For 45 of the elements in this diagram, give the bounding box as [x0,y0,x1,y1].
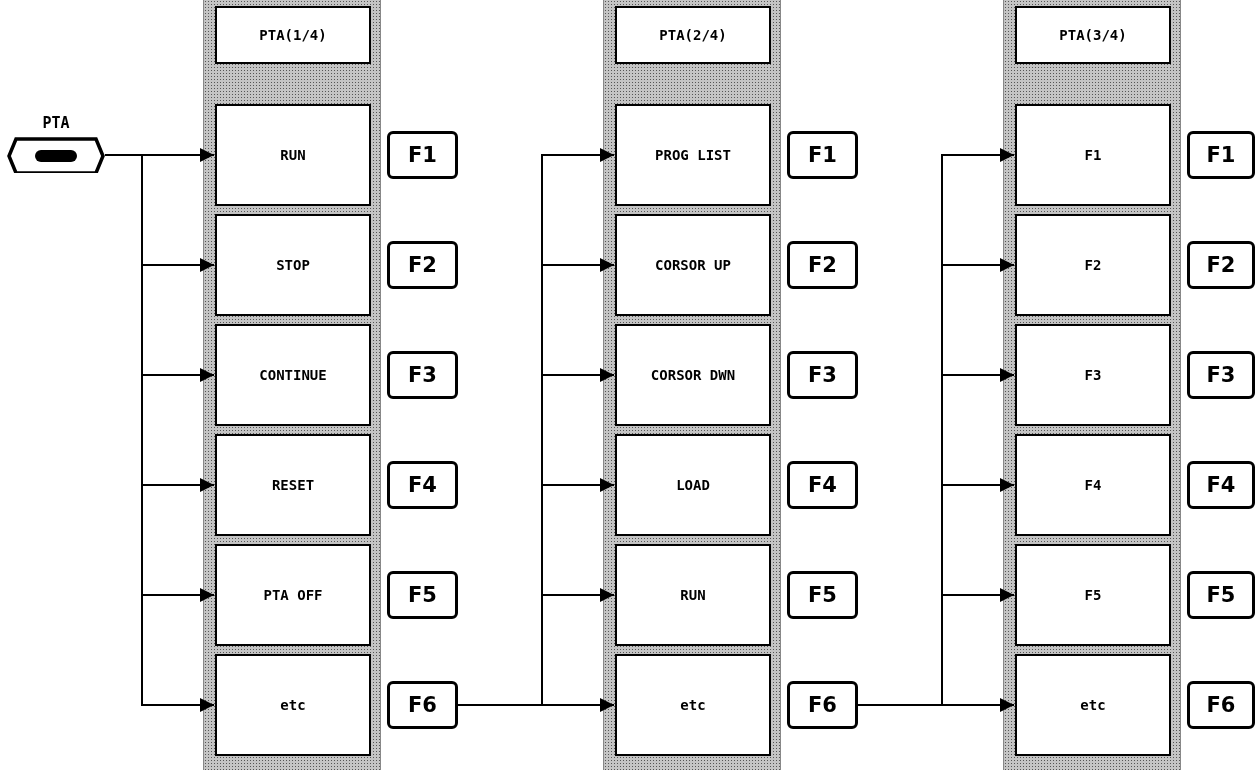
function-key: F2 [787,241,858,289]
menu-item-box: CORSOR UP [615,214,771,316]
menu-item-box: etc [215,654,371,756]
function-key: F6 [387,681,458,729]
function-key: F3 [787,351,858,399]
arrow [457,698,615,712]
menu-item-box: RUN [615,544,771,646]
function-key: F5 [387,571,458,619]
arrow [857,698,1015,712]
function-key: F5 [787,571,858,619]
menu-panel [603,0,781,770]
key-label: PTA [42,113,70,133]
menu-item-box: RUN [215,104,371,206]
menu-item-box: etc [1015,654,1171,756]
menu-item-box: F3 [1015,324,1171,426]
function-key: F4 [387,461,458,509]
menu-item-box: F2 [1015,214,1171,316]
menu-item-box: PTA OFF [215,544,371,646]
menu-item-box: STOP [215,214,371,316]
function-key: F3 [1187,351,1255,399]
menu-title-box: PTA(1/4) [215,6,371,64]
function-key: F5 [1187,571,1255,619]
menu-item-box: RESET [215,434,371,536]
function-key: F1 [787,131,858,179]
function-key: F4 [787,461,858,509]
menu-item-box: F4 [1015,434,1171,536]
menu-panel [1003,0,1181,770]
function-key: F6 [1187,681,1255,729]
function-key: F1 [1187,131,1255,179]
menu-item-box: F1 [1015,104,1171,206]
function-key: F1 [387,131,458,179]
function-key: F6 [787,681,858,729]
menu-item-box: LOAD [615,434,771,536]
function-key: F2 [387,241,458,289]
menu-title-box: PTA(3/4) [1015,6,1171,64]
menu-panel [203,0,381,770]
menu-item-box: CONTINUE [215,324,371,426]
menu-item-box: F5 [1015,544,1171,646]
menu-item-box: etc [615,654,771,756]
menu-item-box: PROG LIST [615,104,771,206]
function-key: F4 [1187,461,1255,509]
menu-item-box: CORSOR DWN [615,324,771,426]
function-key: F2 [1187,241,1255,289]
function-key: F3 [387,351,458,399]
menu-title-box: PTA(2/4) [615,6,771,64]
